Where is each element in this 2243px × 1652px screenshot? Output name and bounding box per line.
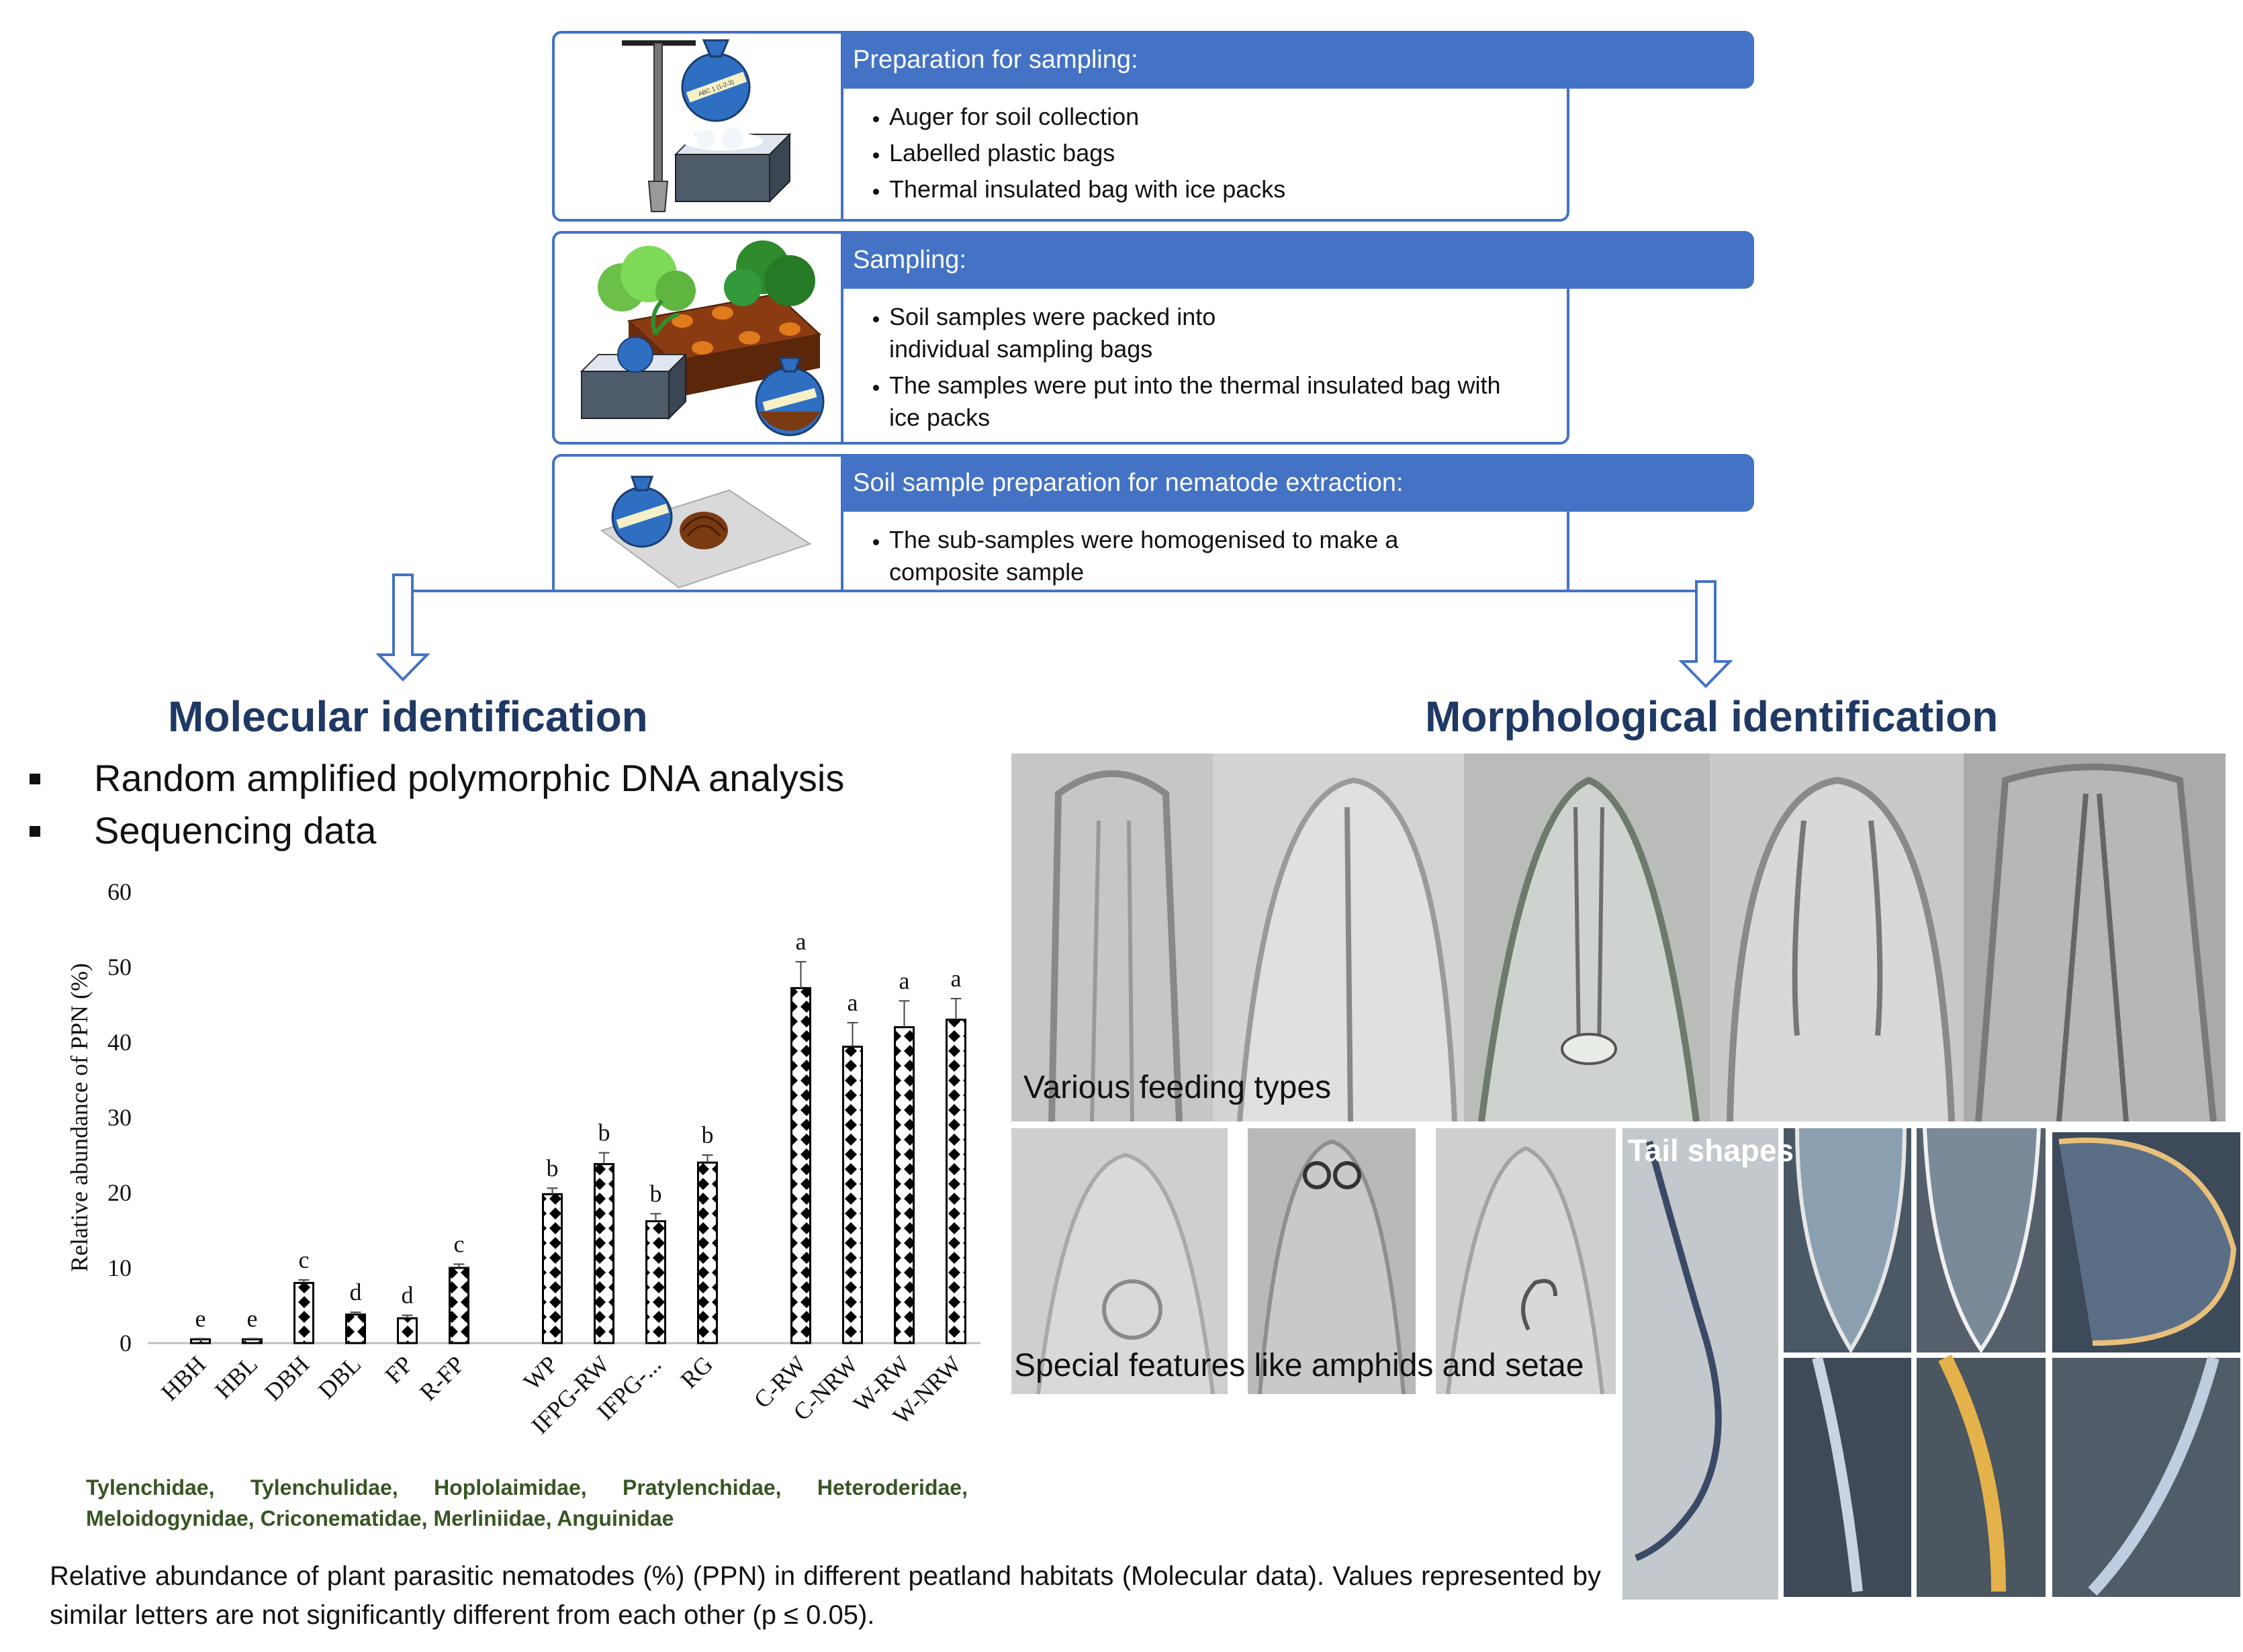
significance-letter: b	[598, 1119, 610, 1146]
y-tick-label: 0	[120, 1330, 132, 1357]
arrow-down-icon	[1678, 580, 1733, 688]
families-line-2: Meloidogynidae, Criconematidae, Merlinii…	[86, 1506, 674, 1530]
molecular-title: Molecular identification	[168, 692, 648, 741]
step-3-bullets: The sub-samples were homogenised to make…	[857, 524, 1514, 592]
significance-letter: d	[402, 1282, 414, 1309]
step-homogenisation: Soil sample preparation for nematode ext…	[552, 454, 1754, 592]
step-2-illustration	[555, 234, 843, 442]
families-line-1: Tylenchidae, Tylenchulidae, Hoplolaimida…	[86, 1475, 968, 1500]
step-3-illustration	[555, 457, 843, 592]
nematode-families: Tylenchidae, Tylenchulidae, Hoplolaimida…	[86, 1472, 1026, 1534]
arrow-down-icon	[375, 573, 430, 682]
step-3-bullet: The sub-samples were homogenised to make…	[889, 524, 1467, 588]
step-1-title: Preparation for sampling:	[843, 31, 1754, 89]
amphid-setae-images	[1011, 1128, 1616, 1394]
y-tick-label: 60	[107, 878, 132, 905]
bar	[894, 1026, 915, 1344]
step-2-title: Sampling:	[843, 231, 1754, 289]
y-tick-label: 30	[107, 1104, 132, 1131]
auger-bag-cooler-icon: ABC 1 (1-2-3)	[622, 39, 792, 212]
step-sampling: Sampling: Soil samples were packed into …	[552, 231, 1754, 445]
bar	[345, 1313, 366, 1344]
method-item: Sequencing data	[27, 805, 844, 857]
flow-connectors	[375, 573, 1733, 688]
figure-caption: Relative abundance of plant parasitic ne…	[50, 1561, 1601, 1630]
bar	[397, 1317, 418, 1344]
category-label: FP	[380, 1350, 418, 1389]
category-label: DBH	[259, 1350, 314, 1406]
soil-plot-icon	[580, 240, 825, 437]
morphological-title: Morphological identification	[1425, 692, 1999, 741]
microscopy-head-images	[1011, 753, 2226, 1121]
significance-letter: c	[299, 1246, 310, 1273]
y-tick-label: 20	[107, 1179, 132, 1206]
significance-letter: b	[650, 1180, 662, 1207]
bar	[190, 1338, 211, 1344]
tail-shape-images	[1622, 1128, 2240, 1600]
molecular-methods: Random amplified polymorphic DNA analysi…	[27, 752, 844, 857]
step-1-bullets: Auger for soil collection Labelled plast…	[857, 101, 1553, 210]
tail-shapes-label: Tail shapes	[1628, 1133, 1794, 1168]
bar	[449, 1267, 469, 1344]
y-tick-label: 10	[107, 1254, 132, 1281]
homogenise-sample-icon	[600, 475, 812, 589]
significance-letter: a	[899, 967, 910, 994]
bar	[697, 1161, 718, 1344]
y-tick-label: 40	[107, 1029, 132, 1056]
category-label: R-FP	[414, 1350, 469, 1406]
step-2-bullet: The samples were put into the thermal in…	[889, 369, 1514, 434]
step-2-bullet: Soil samples were packed into individual…	[889, 301, 1292, 365]
bar	[645, 1220, 666, 1344]
significance-letter: d	[350, 1279, 362, 1305]
category-label: HBH	[156, 1350, 211, 1406]
step-1-bullet: Labelled plastic bags	[889, 137, 1553, 169]
bar	[594, 1162, 614, 1344]
bar	[790, 986, 811, 1344]
bar	[542, 1193, 563, 1344]
y-axis-title: Relative abundance of PPN (%)	[66, 963, 93, 1272]
significance-letter: b	[702, 1121, 714, 1148]
significance-letter: a	[848, 989, 858, 1016]
feeding-types-photos: Various feeding types	[1011, 753, 2226, 1121]
significance-letter: e	[247, 1305, 258, 1332]
y-tick-label: 50	[107, 954, 132, 980]
step-1-bullet: Auger for soil collection	[889, 101, 1553, 133]
method-item: Random amplified polymorphic DNA analysi…	[27, 752, 844, 805]
step-1-bullet: Thermal insulated bag with ice packs	[889, 173, 1553, 205]
category-label: WP	[518, 1350, 563, 1395]
bar	[946, 1018, 966, 1344]
step-2-bullets: Soil samples were packed into individual…	[857, 301, 1514, 438]
bar	[842, 1046, 863, 1344]
bar	[293, 1281, 314, 1344]
special-features-photos: Special features like amphids and setae	[1011, 1128, 1616, 1394]
step-1-illustration: ABC 1 (1-2-3)	[555, 34, 843, 219]
significance-letter: e	[195, 1305, 206, 1332]
significance-letter: a	[951, 965, 962, 992]
step-3-title: Soil sample preparation for nematode ext…	[843, 454, 1754, 512]
chart-bars	[190, 961, 966, 1344]
bar	[242, 1338, 263, 1344]
category-label: HBL	[210, 1350, 263, 1404]
feeding-types-label: Various feeding types	[1023, 1070, 1332, 1105]
significance-letter: c	[454, 1230, 465, 1257]
category-label: RG	[676, 1350, 719, 1393]
step-preparation: ABC 1 (1-2-3) Preparation for sampling: …	[552, 31, 1754, 222]
category-label: DBL	[313, 1350, 366, 1404]
special-features-label: Special features like amphids and setae	[1014, 1348, 1584, 1383]
significance-letter: b	[547, 1154, 559, 1181]
significance-letter: a	[796, 928, 807, 955]
tail-shapes-photos: Tail shapes	[1622, 1128, 2240, 1600]
